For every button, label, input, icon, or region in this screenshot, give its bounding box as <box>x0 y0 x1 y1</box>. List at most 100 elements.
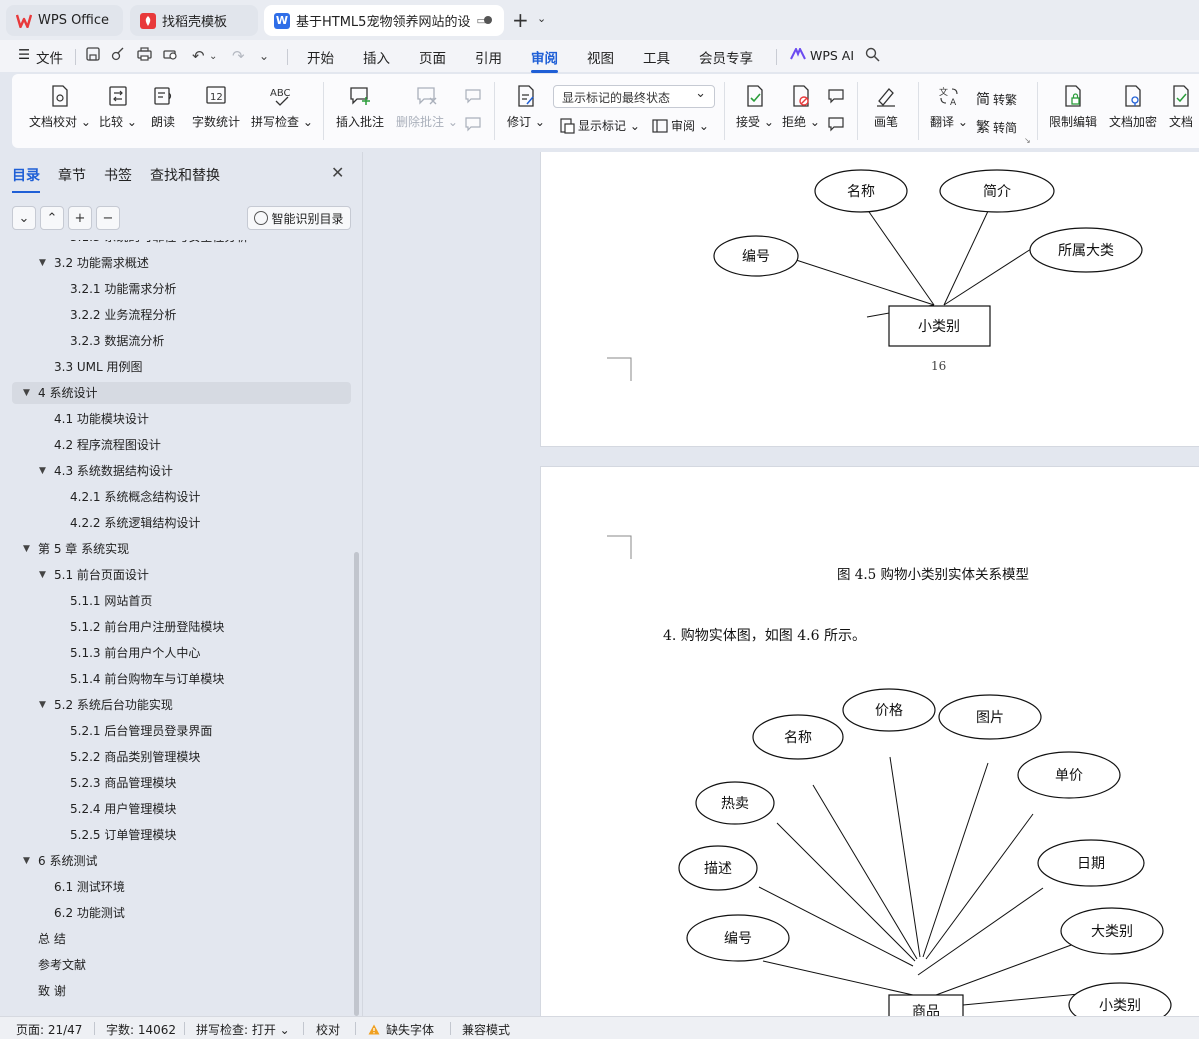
read-aloud-button[interactable]: 朗读 <box>151 84 175 130</box>
expand-triangle-icon[interactable]: ▼ <box>39 466 46 476</box>
menu-member[interactable]: 会员专享 <box>699 51 753 67</box>
toc-item[interactable]: 3.2.3 数据流分析 <box>12 330 351 352</box>
accept-button[interactable]: 接受 ⌄ <box>736 84 774 130</box>
doc-more-button[interactable]: 文档 <box>1169 84 1193 130</box>
remove-heading-button[interactable]: − <box>96 206 120 230</box>
toc-item[interactable]: 参考文献 <box>12 954 351 976</box>
toc-item[interactable]: ▼5.2 系统后台功能实现 <box>12 694 351 716</box>
toc-item[interactable]: 3.2.1 功能需求分析 <box>12 278 351 300</box>
toc-item[interactable]: ▼第 5 章 系统实现 <box>12 538 351 560</box>
delete-comment-button[interactable]: 删除批注 ⌄ <box>396 84 458 130</box>
toc-item[interactable]: 6.1 测试环境 <box>12 876 351 898</box>
save-icon[interactable] <box>86 47 100 65</box>
word-count-indicator[interactable]: 字数: 14062 <box>106 1023 177 1037</box>
doc-proof-button[interactable]: 文档校对 ⌄ <box>29 84 91 130</box>
expand-triangle-icon[interactable]: ▼ <box>39 700 46 710</box>
toc-item[interactable]: 5.1.3 前台用户个人中心 <box>12 642 351 664</box>
toc-item[interactable]: 5.2.4 用户管理模块 <box>12 798 351 820</box>
ribbon-expand-icon[interactable]: ↘ <box>1024 136 1031 145</box>
proof-status[interactable]: 校对 <box>316 1023 341 1037</box>
toc-item[interactable]: 5.2.3 商品管理模块 <box>12 772 351 794</box>
restrict-edit-button[interactable]: 限制编辑 <box>1049 84 1097 130</box>
redo-icon[interactable]: ↷ <box>232 47 245 65</box>
menu-home[interactable]: 开始 <box>307 51 334 67</box>
menu-page[interactable]: 页面 <box>419 51 446 67</box>
compare-button[interactable]: 比较 ⌄ <box>99 84 137 130</box>
tab-daoke-template[interactable]: 找稻壳模板 <box>130 5 258 36</box>
expand-down-button[interactable]: ⌄ <box>12 206 36 230</box>
new-tab-plus-icon[interactable]: + <box>512 8 529 32</box>
markup-mode-select[interactable]: 显示标记的最终状态 <box>553 85 715 108</box>
print-preview-icon[interactable] <box>163 47 178 65</box>
toc-item[interactable]: 3.2.2 业务流程分析 <box>12 304 351 326</box>
next-comment-icon[interactable] <box>464 116 482 132</box>
review-pane-button[interactable]: 审阅 ⌄ <box>652 117 709 134</box>
toc-item[interactable]: 6.2 功能测试 <box>12 902 351 924</box>
show-markup-button[interactable]: 显示标记 ⌄ <box>559 117 640 134</box>
expand-triangle-icon[interactable]: ▼ <box>39 570 46 580</box>
spell-check-status[interactable]: 拼写检查: 打开 ⌄ <box>196 1023 290 1037</box>
sidebar-scrollbar[interactable] <box>354 552 359 1016</box>
toc-item[interactable]: 5.2.2 商品类别管理模块 <box>12 746 351 768</box>
toc-item[interactable]: 5.1.2 前台用户注册登陆模块 <box>12 616 351 638</box>
print-icon[interactable] <box>137 47 152 65</box>
menu-review[interactable]: 审阅 <box>531 47 558 73</box>
next-change-icon[interactable] <box>827 116 845 132</box>
chevron-down-icon[interactable]: ⌄ <box>537 12 547 25</box>
toc-item[interactable]: 4.2.2 系统逻辑结构设计 <box>12 512 351 534</box>
toc-item[interactable]: 4.2.1 系统概念结构设计 <box>12 486 351 508</box>
smart-toc-button[interactable]: 智能识别目录 <box>247 206 351 230</box>
tab-find-replace[interactable]: 查找和替换 <box>150 168 220 184</box>
toc-item[interactable]: ▼3.2 功能需求概述 <box>12 252 351 274</box>
insert-comment-button[interactable]: 插入批注 <box>336 84 384 130</box>
tab-toc[interactable]: 目录 <box>12 165 40 193</box>
toc-item[interactable]: 5.1.1 网站首页 <box>12 590 351 612</box>
chevron-down-icon[interactable]: ⌄ <box>209 51 218 62</box>
tab-wps-office[interactable]: WPS Office <box>6 5 123 36</box>
word-count-button[interactable]: 12 字数统计 <box>192 84 240 130</box>
collapse-up-button[interactable]: ⌃ <box>40 206 64 230</box>
menu-wps-ai[interactable]: WPS AI <box>810 48 855 63</box>
reject-button[interactable]: 拒绝 ⌄ <box>782 84 820 130</box>
tab-chapters[interactable]: 章节 <box>58 168 86 184</box>
menu-insert[interactable]: 插入 <box>363 51 390 67</box>
toc-item[interactable]: 5.1.4 前台购物车与订单模块 <box>12 668 351 690</box>
tab-document[interactable]: W 基于HTML5宠物领养网站的设 ▭ <box>264 5 504 36</box>
toc-item[interactable]: 5.2.1 后台管理员登录界面 <box>12 720 351 742</box>
toc-item[interactable]: 4.1 功能模块设计 <box>12 408 351 430</box>
toc-item[interactable]: ▼4.3 系统数据结构设计 <box>12 460 351 482</box>
menu-references[interactable]: 引用 <box>475 51 502 67</box>
menu-tools[interactable]: 工具 <box>643 51 670 67</box>
page-indicator[interactable]: 页面: 21/47 <box>16 1023 83 1037</box>
prev-change-icon[interactable] <box>827 88 845 104</box>
menu-file[interactable]: 文件 <box>36 51 63 67</box>
spell-check-button[interactable]: ABC 拼写检查 ⌄ <box>251 84 313 130</box>
toc-item[interactable]: 4.2 程序流程图设计 <box>12 434 351 456</box>
prev-comment-icon[interactable] <box>464 88 482 104</box>
pen-button[interactable]: 画笔 <box>874 84 898 130</box>
toc-item[interactable]: 3.3 UML 用例图 <box>12 356 351 378</box>
hamburger-icon[interactable]: ☰ <box>18 47 31 63</box>
to-simplified-button[interactable]: 繁 转简 <box>976 117 1017 137</box>
toc-item[interactable]: 致 谢 <box>12 980 351 1002</box>
tab-bookmarks[interactable]: 书签 <box>104 168 132 184</box>
undo-icon[interactable]: ↶ <box>192 47 205 65</box>
toc-item[interactable]: 3.1.3 系统的可靠性与安全性分析 <box>12 240 351 248</box>
toc-item[interactable]: 5.2.5 订单管理模块 <box>12 824 351 846</box>
search-icon[interactable] <box>865 47 880 66</box>
toc-item[interactable]: ▼5.1 前台页面设计 <box>12 564 351 586</box>
toc-item[interactable]: ▼6 系统测试 <box>12 850 351 872</box>
toc-item[interactable]: 总 结 <box>12 928 351 950</box>
expand-triangle-icon[interactable]: ▼ <box>23 856 30 866</box>
encrypt-button[interactable]: 文档加密 <box>1109 84 1157 130</box>
expand-triangle-icon[interactable]: ▼ <box>39 258 46 268</box>
missing-font-status[interactable]: 缺失字体 <box>368 1021 434 1038</box>
expand-triangle-icon[interactable]: ▼ <box>23 388 30 398</box>
unsaved-dot-icon[interactable] <box>484 16 492 24</box>
add-heading-button[interactable]: + <box>68 206 92 230</box>
export-icon[interactable] <box>111 47 125 65</box>
track-changes-button[interactable]: 修订 ⌄ <box>507 84 545 130</box>
toc-item[interactable]: ▼4 系统设计 <box>12 382 351 404</box>
more-chevron-icon[interactable]: ⌄ <box>259 49 270 63</box>
